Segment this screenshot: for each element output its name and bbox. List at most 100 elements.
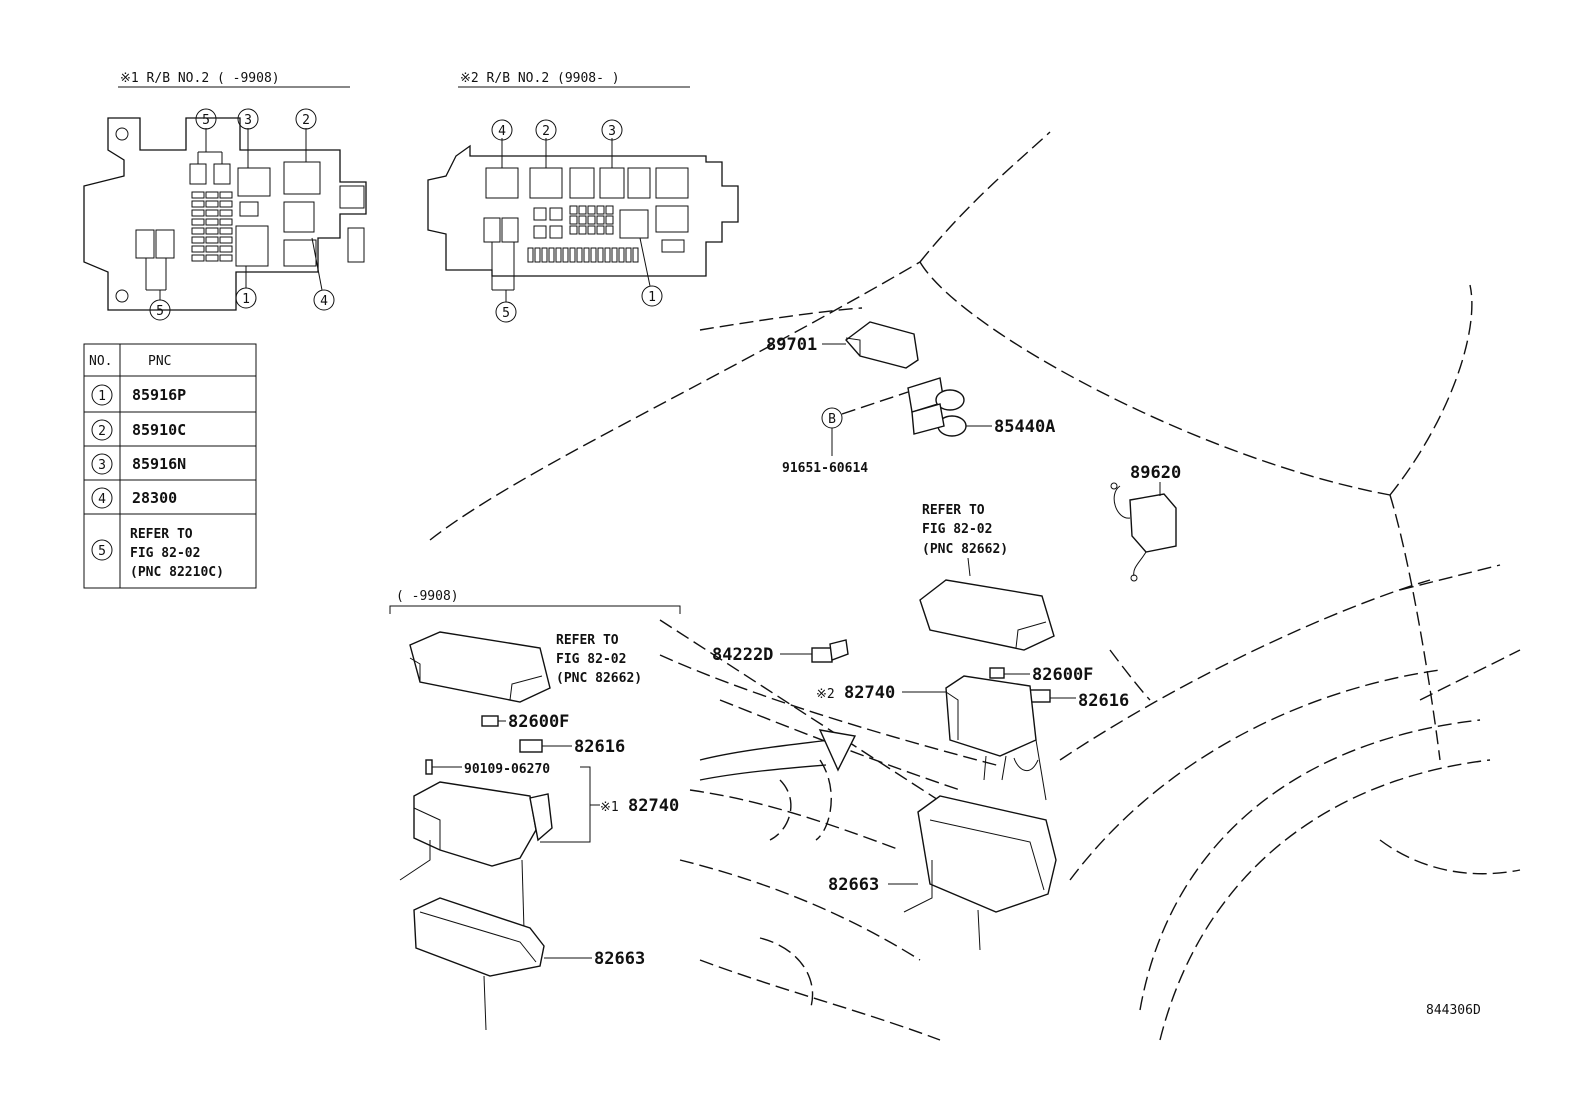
fuse-slot: [596, 205, 605, 215]
fuse-slot: [576, 247, 583, 263]
fuse-slot: [569, 215, 578, 225]
callout-b: B: [821, 407, 843, 429]
fuse-slot: [205, 209, 219, 217]
callout-4-bottom-1: 4: [313, 289, 335, 311]
callout-1-bottom-2: 1: [641, 285, 663, 307]
lower-case-82663-right: [903, 795, 1057, 951]
fuse-slot: [578, 205, 587, 215]
vehicle-body-outline: [429, 131, 1521, 1041]
callout-4-top-2: 4: [491, 119, 513, 141]
fuse-slot: [569, 205, 578, 215]
fuse-slot: [569, 247, 576, 263]
relay-82616-left: [519, 739, 543, 753]
fuse-slot: [191, 191, 205, 199]
header-rb1: ※1 R/B NO.2 ( -9908): [120, 71, 280, 86]
fuse-slot: [219, 218, 233, 226]
part-85440a: [907, 377, 967, 437]
fuse-slot: [219, 200, 233, 208]
svg-text:1: 1: [648, 290, 656, 305]
fuse-slot: [205, 236, 219, 244]
fuse-slot: [205, 200, 219, 208]
table-header-no: NO.: [89, 354, 112, 369]
fuse-slot: [583, 247, 590, 263]
refer-right-line2: FIG 82-02: [922, 522, 992, 537]
svg-text:5: 5: [202, 113, 210, 128]
callout-2-top-1: 2: [295, 108, 317, 130]
leader: [639, 237, 651, 287]
table-no-5: 5: [98, 544, 106, 559]
table-no-1: 1: [98, 389, 106, 404]
fuse-slot: [596, 215, 605, 225]
callout-3-top-2: 3: [601, 119, 623, 141]
svg-text:4: 4: [320, 294, 328, 309]
label-82740-right: 82740: [844, 683, 895, 703]
fuse-slot: [596, 225, 605, 235]
fuse-slot: [219, 191, 233, 199]
label-89701: 89701: [766, 335, 817, 355]
fuse-slot: [562, 247, 569, 263]
fuse-slot: [205, 218, 219, 226]
bracket-line: [389, 605, 681, 614]
svg-text:3: 3: [608, 124, 616, 139]
fuse-slot: [219, 209, 233, 217]
fuse-slot: [605, 205, 614, 215]
callout-1-bottom-1: 1: [235, 287, 257, 309]
fuse-slot: [625, 247, 632, 263]
fuse-slot: [587, 215, 596, 225]
leader: [311, 237, 323, 291]
relay-block-2: [427, 144, 739, 277]
fuse-slot: [205, 191, 219, 199]
table-no-4: 4: [98, 492, 106, 507]
fuse-slot: [587, 205, 596, 215]
fuse-slot: [205, 245, 219, 253]
fuse-slot: [205, 227, 219, 235]
fuse-slot: [541, 247, 548, 263]
table-pnc-5-line1: REFER TO: [130, 527, 193, 542]
svg-text:2: 2: [302, 113, 310, 128]
svg-text:1: 1: [242, 292, 250, 307]
fuse-slot: [597, 247, 604, 263]
part-89701: [844, 321, 919, 369]
table-no-3: 3: [98, 458, 106, 473]
label-90109: 90109-06270: [464, 762, 550, 777]
header-rb2: ※2 R/B NO.2 (9908- ): [460, 71, 620, 86]
relay-82616-right: [1029, 689, 1051, 703]
fuse-slot: [587, 225, 596, 235]
svg-text:4: 4: [498, 124, 506, 139]
fuse-slot: [632, 247, 639, 263]
direction-arrow: [699, 729, 857, 781]
fuse-slot: [219, 227, 233, 235]
fuse-cover-left: [409, 631, 551, 703]
fuse-slot: [219, 254, 233, 262]
table-pnc-3: 85916N: [132, 455, 186, 473]
mark-2: ※2: [816, 687, 835, 702]
svg-text:3: 3: [244, 113, 252, 128]
fuse-slot: [618, 247, 625, 263]
callout-5-top-1: 5: [195, 108, 217, 130]
label-82740-left: 82740: [628, 796, 679, 816]
fuse-slot: [219, 245, 233, 253]
fuse-slot: [611, 247, 618, 263]
part-84222d: [811, 639, 849, 663]
pnc-table: NO. PNC 1 85916P 2 85910C 3 85916N 4 283…: [83, 343, 257, 589]
table-pnc-2: 85910C: [132, 421, 186, 439]
lower-case-82663-left: [413, 897, 545, 1031]
relay-block-82740-right: [945, 675, 1047, 801]
label-89620: 89620: [1130, 463, 1181, 483]
label-82616-right: 82616: [1078, 691, 1129, 711]
callout-5-bottom-1: 5: [149, 299, 171, 321]
refer-right-line3: (PNC 82662): [922, 542, 1008, 557]
fuse-82600f-left: [481, 715, 499, 727]
label-82663-right: 82663: [828, 875, 879, 895]
fuse-slot: [605, 215, 614, 225]
mark-1: ※1: [600, 800, 619, 815]
fuse-slot: [548, 247, 555, 263]
svg-text:2: 2: [542, 124, 550, 139]
fuse-slot: [578, 215, 587, 225]
bolt-90109: [425, 759, 433, 775]
refer-left-line2: FIG 82-02: [556, 652, 626, 667]
fuse-slot: [191, 227, 205, 235]
fuse-slot: [191, 218, 205, 226]
relay-block-1: [83, 117, 367, 311]
